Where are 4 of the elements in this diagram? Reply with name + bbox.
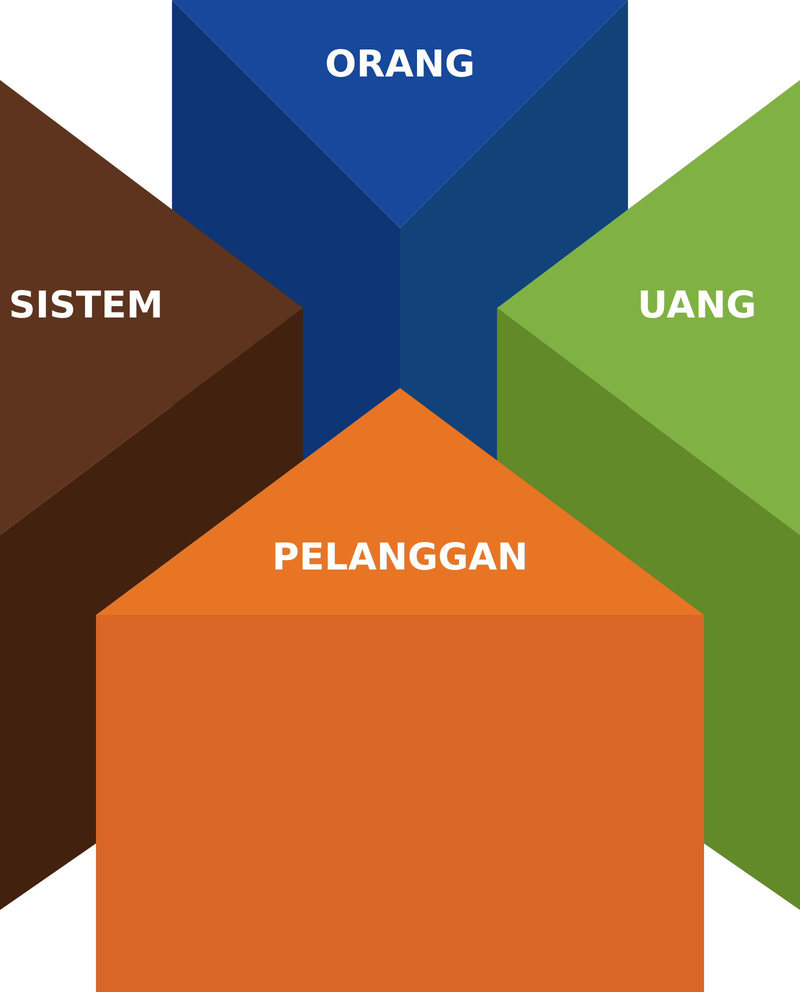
shape-label: ORANG (325, 46, 475, 82)
shape-label: UANG (638, 286, 756, 324)
shape-label: PELANGGAN (272, 538, 528, 576)
shape-label: SISTEM (8, 286, 164, 324)
